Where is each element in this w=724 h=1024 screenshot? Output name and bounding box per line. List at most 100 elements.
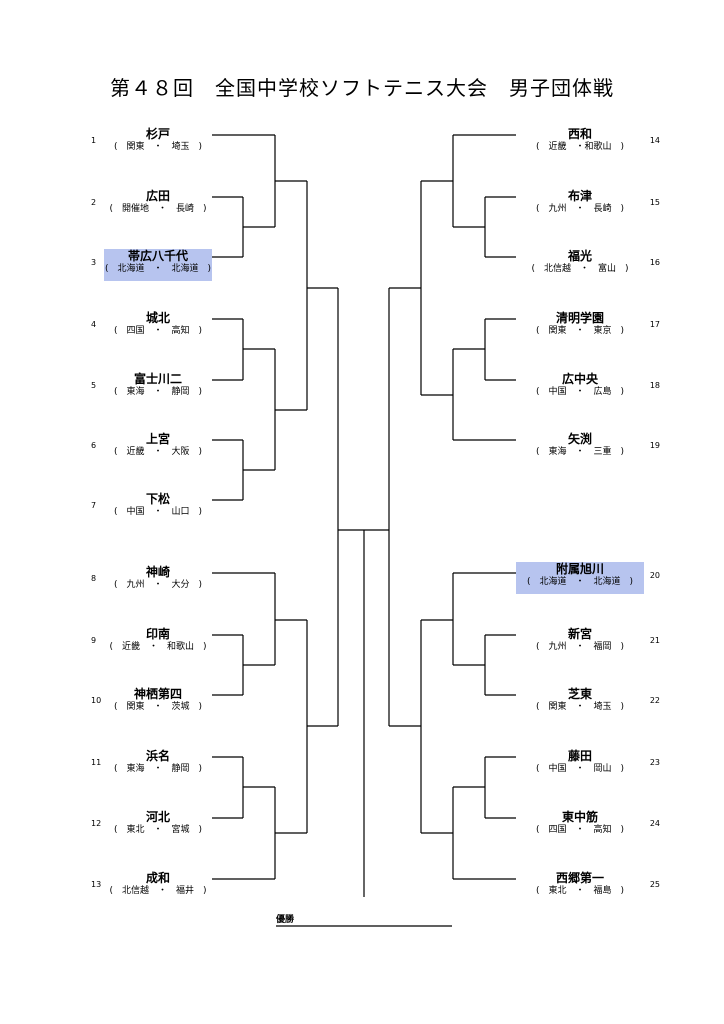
team-entry: 19 矢渕( 東海 ・ 三重 ) xyxy=(516,432,660,464)
team-name: 下松 xyxy=(145,492,170,506)
team-entry: 16 福光( 北信越 ・ 富山 ) xyxy=(516,249,660,281)
seed-number: 23 xyxy=(649,758,660,767)
team-name: 帯広八千代 xyxy=(127,249,188,263)
team-region: ( 九州 ・ 大分 ) xyxy=(113,580,203,590)
team-region: ( 東北 ・ 福島 ) xyxy=(535,886,625,896)
team-entry: 20 附属旭川( 北海道 ・ 北海道 ) xyxy=(516,562,660,594)
team-name: 浜名 xyxy=(145,749,170,763)
team-name: 印南 xyxy=(145,627,170,641)
seed-number: 19 xyxy=(649,441,660,450)
team-name: 附属旭川 xyxy=(555,562,604,576)
seed-number: 15 xyxy=(649,198,660,207)
team-entry: 14 西和( 近畿 ・和歌山 ) xyxy=(516,127,660,159)
team-name: 神栖第四 xyxy=(133,687,182,701)
team-name: 東中筋 xyxy=(561,810,598,824)
team-entry: 12 河北( 東北 ・ 宮城 ) xyxy=(91,810,212,842)
team-entry: 13 成和( 北信越 ・ 福井 ) xyxy=(91,871,212,903)
team-region: ( 関東 ・ 埼玉 ) xyxy=(535,702,625,712)
seed-number: 21 xyxy=(649,636,660,645)
team-name: 芝東 xyxy=(567,687,592,701)
team-region: ( 四国 ・ 高知 ) xyxy=(535,825,625,835)
seed-number: 11 xyxy=(91,758,102,767)
team-name: 新宮 xyxy=(567,627,592,641)
seed-number: 9 xyxy=(91,636,97,645)
seed-number: 25 xyxy=(649,880,660,889)
team-entry: 18 広中央( 中国 ・ 広島 ) xyxy=(516,372,660,404)
page-title: 第４８回 全国中学校ソフトテニス大会 男子団体戦 xyxy=(110,76,614,100)
team-region: ( 開催地 ・ 長崎 ) xyxy=(109,204,207,214)
seed-number: 22 xyxy=(649,696,660,705)
team-name: 上宮 xyxy=(145,432,170,446)
team-name: 広田 xyxy=(145,189,170,203)
team-region: ( 関東 ・ 埼玉 ) xyxy=(113,142,203,152)
seed-number: 14 xyxy=(649,136,660,145)
team-entry: 5 富士川二( 東海 ・ 静岡 ) xyxy=(91,372,212,404)
team-region: ( 近畿 ・ 大阪 ) xyxy=(113,447,203,457)
seed-number: 3 xyxy=(91,258,97,267)
team-entry: 23 藤田( 中国 ・ 岡山 ) xyxy=(516,749,660,781)
team-region: ( 北海道 ・ 北海道 ) xyxy=(104,264,212,274)
team-region: ( 北信越 ・ 富山 ) xyxy=(531,264,629,274)
team-region: ( 中国 ・ 岡山 ) xyxy=(535,764,625,774)
team-region: ( 四国 ・ 高知 ) xyxy=(113,326,203,336)
team-entry: 6 上宮( 近畿 ・ 大阪 ) xyxy=(91,432,212,464)
team-name: 成和 xyxy=(145,871,170,885)
team-region: ( 近畿 ・和歌山 ) xyxy=(535,142,625,152)
team-name: 杉戸 xyxy=(145,127,170,141)
seed-number: 2 xyxy=(91,198,97,207)
seed-number: 13 xyxy=(91,880,102,889)
team-entry: 9 印南( 近畿 ・ 和歌山 ) xyxy=(91,627,212,659)
team-entry: 21 新宮( 九州 ・ 福岡 ) xyxy=(516,627,660,659)
team-region: ( 東北 ・ 宮城 ) xyxy=(113,825,203,835)
seed-number: 1 xyxy=(91,136,97,145)
team-entry: 3 帯広八千代( 北海道 ・ 北海道 ) xyxy=(91,249,212,281)
team-name: 河北 xyxy=(145,810,170,824)
team-name: 矢渕 xyxy=(567,432,592,446)
team-entry: 15 布津( 九州 ・ 長崎 ) xyxy=(516,189,660,221)
team-entry: 7 下松( 中国 ・ 山口 ) xyxy=(91,492,212,524)
seed-number: 12 xyxy=(91,819,102,828)
team-name: 清明学園 xyxy=(555,311,604,325)
team-region: ( 中国 ・ 広島 ) xyxy=(535,387,625,397)
team-entry: 11 浜名( 東海 ・ 静岡 ) xyxy=(91,749,212,781)
seed-number: 6 xyxy=(91,441,97,450)
team-region: ( 九州 ・ 福岡 ) xyxy=(535,642,625,652)
team-name: 西和 xyxy=(567,127,592,141)
team-name: 福光 xyxy=(567,249,592,263)
seed-number: 24 xyxy=(649,819,660,828)
team-region: ( 北信越 ・ 福井 ) xyxy=(109,886,207,896)
seed-number: 4 xyxy=(91,320,97,329)
seed-number: 20 xyxy=(649,571,660,580)
team-entry: 24 東中筋( 四国 ・ 高知 ) xyxy=(516,810,660,842)
team-region: ( 近畿 ・ 和歌山 ) xyxy=(109,642,207,652)
seed-number: 16 xyxy=(649,258,660,267)
team-region: ( 東海 ・ 静岡 ) xyxy=(113,387,203,397)
team-region: ( 東海 ・ 三重 ) xyxy=(535,447,625,457)
team-region: ( 北海道 ・ 北海道 ) xyxy=(526,577,634,587)
team-region: ( 九州 ・ 長崎 ) xyxy=(535,204,625,214)
team-name: 城北 xyxy=(145,311,170,325)
team-entry: 4 城北( 四国 ・ 高知 ) xyxy=(91,311,212,343)
team-region: ( 中国 ・ 山口 ) xyxy=(113,507,203,517)
team-name: 藤田 xyxy=(567,749,592,763)
team-name: 広中央 xyxy=(561,372,598,386)
champion-label: 優勝 xyxy=(276,915,295,925)
team-region: ( 関東 ・ 茨城 ) xyxy=(113,702,203,712)
team-entry: 1 杉戸( 関東 ・ 埼玉 ) xyxy=(91,127,212,159)
seed-number: 18 xyxy=(649,381,660,390)
team-region: ( 関東 ・ 東京 ) xyxy=(535,326,625,336)
team-name: 布津 xyxy=(567,189,592,203)
team-name: 富士川二 xyxy=(133,372,182,386)
seed-number: 7 xyxy=(91,501,97,510)
seed-number: 8 xyxy=(91,574,97,583)
team-entry: 2 広田( 開催地 ・ 長崎 ) xyxy=(91,189,212,221)
seed-number: 5 xyxy=(91,381,97,390)
team-entry: 25 西郷第一( 東北 ・ 福島 ) xyxy=(516,871,660,903)
team-region: ( 東海 ・ 静岡 ) xyxy=(113,764,203,774)
team-entry: 22 芝東( 関東 ・ 埼玉 ) xyxy=(516,687,660,719)
team-name: 西郷第一 xyxy=(555,871,604,885)
